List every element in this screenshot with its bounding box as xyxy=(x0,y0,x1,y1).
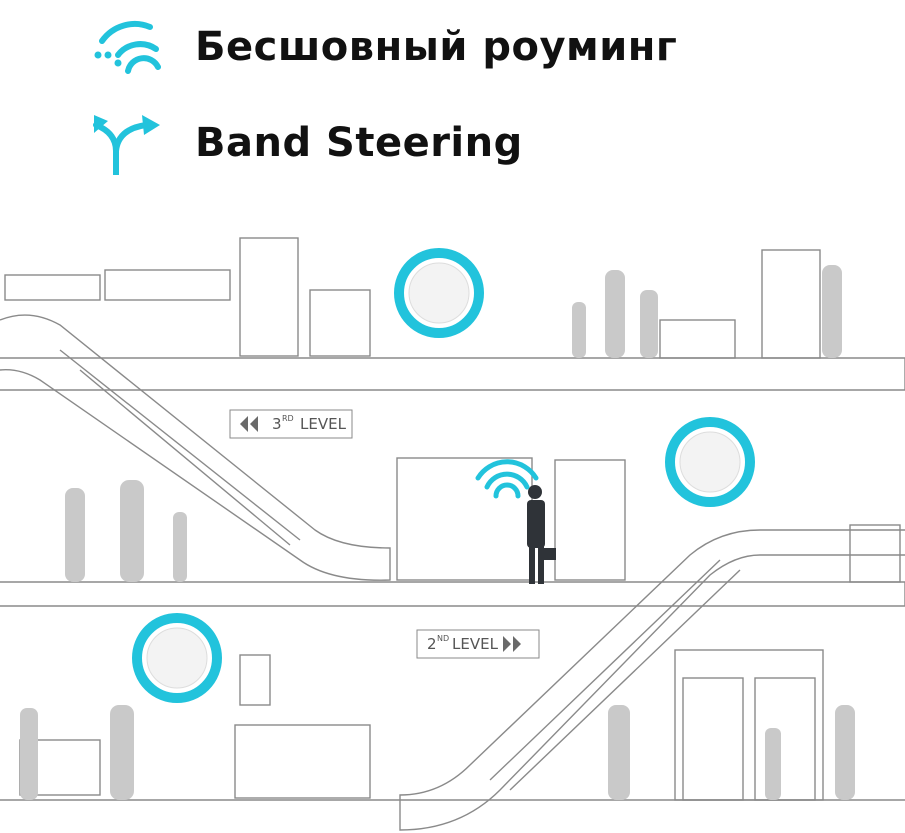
access-point-top xyxy=(394,248,484,338)
floor-level-3 xyxy=(0,357,905,391)
level-2-suffix: ND xyxy=(437,634,449,643)
level-sign-3rd: 3 RD LEVEL xyxy=(229,409,353,439)
level-3-suffix: RD xyxy=(282,414,294,423)
level-sign-2nd: 2 ND LEVEL xyxy=(416,629,540,659)
escalator-left xyxy=(0,314,391,581)
level-2-word: LEVEL xyxy=(452,635,499,653)
level-3-word: LEVEL xyxy=(300,415,347,433)
person-with-phone xyxy=(527,485,556,584)
wifi-roaming-icon xyxy=(80,12,175,82)
feature-band-steering: Band Steering xyxy=(80,108,523,178)
feature-label-roaming: Бесшовный роуминг xyxy=(195,24,678,70)
mall-illustration: 3 RD LEVEL 2 ND LEVEL xyxy=(0,237,905,831)
feature-label-steering: Band Steering xyxy=(195,120,523,166)
level-3-number: 3 xyxy=(272,415,282,433)
escalator-right xyxy=(399,529,905,831)
level-2-number: 2 xyxy=(427,635,437,653)
feature-seamless-roaming: Бесшовный роуминг xyxy=(80,12,677,82)
wifi-signal-icon xyxy=(475,459,539,499)
access-point-middle xyxy=(665,417,755,507)
band-steering-icon xyxy=(80,108,175,178)
access-point-bottom xyxy=(132,613,222,703)
floor-level-2 xyxy=(0,581,905,607)
